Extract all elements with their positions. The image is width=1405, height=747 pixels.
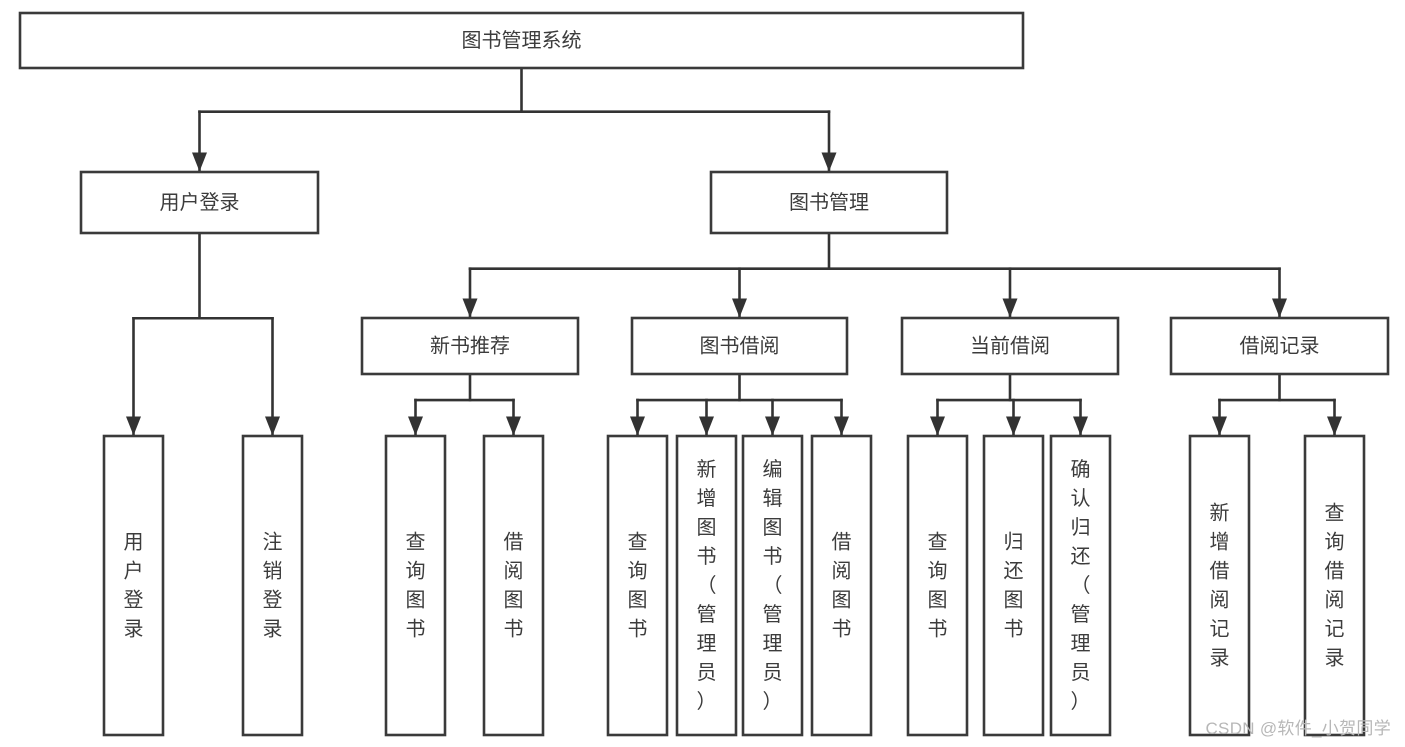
node-leaf-query-book-2[interactable]: 查询图书 <box>606 434 669 737</box>
node-label-leaf-logout: 注销登录 <box>263 530 283 640</box>
node-borrow-record[interactable]: 借阅记录 <box>1169 316 1390 376</box>
node-box-book-borrow[interactable] <box>630 316 849 376</box>
node-layer: 图书管理系统用户登录图书管理新书推荐图书借阅当前借阅借阅记录用户登录注销登录查询… <box>18 11 1390 737</box>
node-box-user-login[interactable] <box>79 170 320 235</box>
node-box-leaf-borrow-book-1[interactable] <box>482 434 545 737</box>
node-box-leaf-query-book-1[interactable] <box>384 434 447 737</box>
node-label-current-borrow: 当前借阅 <box>970 334 1050 357</box>
node-label-leaf-edit-book: 编辑图书（管理员） <box>763 458 783 713</box>
node-box-leaf-query-record[interactable] <box>1303 434 1366 737</box>
node-leaf-borrow-book-1[interactable]: 借阅图书 <box>482 434 545 737</box>
node-book-manage[interactable]: 图书管理 <box>709 170 949 235</box>
connector-layer <box>126 66 1342 437</box>
node-label-leaf-confirm-return: 确认归还（管理员） <box>1071 458 1091 713</box>
node-leaf-user-login[interactable]: 用户登录 <box>102 434 165 737</box>
node-box-leaf-return-book[interactable] <box>982 434 1045 737</box>
node-box-new-book-rec[interactable] <box>360 316 580 376</box>
node-label-new-book-rec: 新书推荐 <box>430 334 510 357</box>
node-leaf-query-book-1[interactable]: 查询图书 <box>384 434 447 737</box>
node-leaf-edit-book[interactable]: 编辑图书（管理员） <box>741 434 804 737</box>
node-label-root: 图书管理系统 <box>462 29 582 52</box>
node-label-leaf-return-book: 归还图书 <box>1004 530 1024 640</box>
node-box-leaf-query-book-3[interactable] <box>906 434 969 737</box>
node-label-leaf-query-record: 查询借阅记录 <box>1325 501 1345 669</box>
node-box-current-borrow[interactable] <box>900 316 1120 376</box>
node-label-book-borrow: 图书借阅 <box>700 334 780 357</box>
node-leaf-add-record[interactable]: 新增借阅记录 <box>1188 434 1251 737</box>
node-box-leaf-logout[interactable] <box>241 434 304 737</box>
node-box-leaf-user-login[interactable] <box>102 434 165 737</box>
node-box-leaf-borrow-book-2[interactable] <box>810 434 873 737</box>
node-leaf-query-book-3[interactable]: 查询图书 <box>906 434 969 737</box>
connector-group-book-borrow <box>630 372 849 437</box>
node-label-leaf-user-login: 用户登录 <box>124 531 144 640</box>
connector-group-borrow-record <box>1212 372 1342 437</box>
node-label-leaf-query-book-1: 查询图书 <box>406 530 426 640</box>
node-user-login[interactable]: 用户登录 <box>79 170 320 235</box>
node-leaf-return-book[interactable]: 归还图书 <box>982 434 1045 737</box>
node-box-leaf-edit-book[interactable] <box>741 434 804 737</box>
node-new-book-rec[interactable]: 新书推荐 <box>360 316 580 376</box>
node-current-borrow[interactable]: 当前借阅 <box>900 316 1120 376</box>
node-label-leaf-query-book-3: 查询图书 <box>928 530 948 640</box>
connector-group-user-login <box>126 231 280 437</box>
node-label-leaf-borrow-book-1: 借阅图书 <box>504 530 524 640</box>
node-leaf-query-record[interactable]: 查询借阅记录 <box>1303 434 1366 737</box>
node-box-book-manage[interactable] <box>709 170 949 235</box>
node-box-leaf-add-book[interactable] <box>675 434 738 737</box>
node-label-leaf-add-record: 新增借阅记录 <box>1210 501 1230 669</box>
node-leaf-logout[interactable]: 注销登录 <box>241 434 304 737</box>
node-box-leaf-add-record[interactable] <box>1188 434 1251 737</box>
node-leaf-add-book[interactable]: 新增图书（管理员） <box>675 434 738 737</box>
node-label-leaf-borrow-book-2: 借阅图书 <box>832 530 852 640</box>
node-label-borrow-record: 借阅记录 <box>1240 334 1320 357</box>
node-label-book-manage: 图书管理 <box>789 191 869 214</box>
node-box-leaf-query-book-2[interactable] <box>606 434 669 737</box>
node-book-borrow[interactable]: 图书借阅 <box>630 316 849 376</box>
node-label-leaf-query-book-2: 查询图书 <box>628 530 648 640</box>
node-box-borrow-record[interactable] <box>1169 316 1390 376</box>
node-root[interactable]: 图书管理系统 <box>18 11 1025 70</box>
connector-group-root <box>192 66 837 173</box>
node-box-leaf-confirm-return[interactable] <box>1049 434 1112 737</box>
node-leaf-borrow-book-2[interactable]: 借阅图书 <box>810 434 873 737</box>
node-label-leaf-add-book: 新增图书（管理员） <box>697 458 717 713</box>
connector-group-new-book-rec <box>408 372 521 437</box>
node-box-root[interactable] <box>18 11 1025 70</box>
node-leaf-confirm-return[interactable]: 确认归还（管理员） <box>1049 434 1112 737</box>
connector-group-current-borrow <box>930 372 1088 437</box>
node-label-user-login: 用户登录 <box>160 191 240 214</box>
connector-group-book-manage <box>462 231 1287 319</box>
